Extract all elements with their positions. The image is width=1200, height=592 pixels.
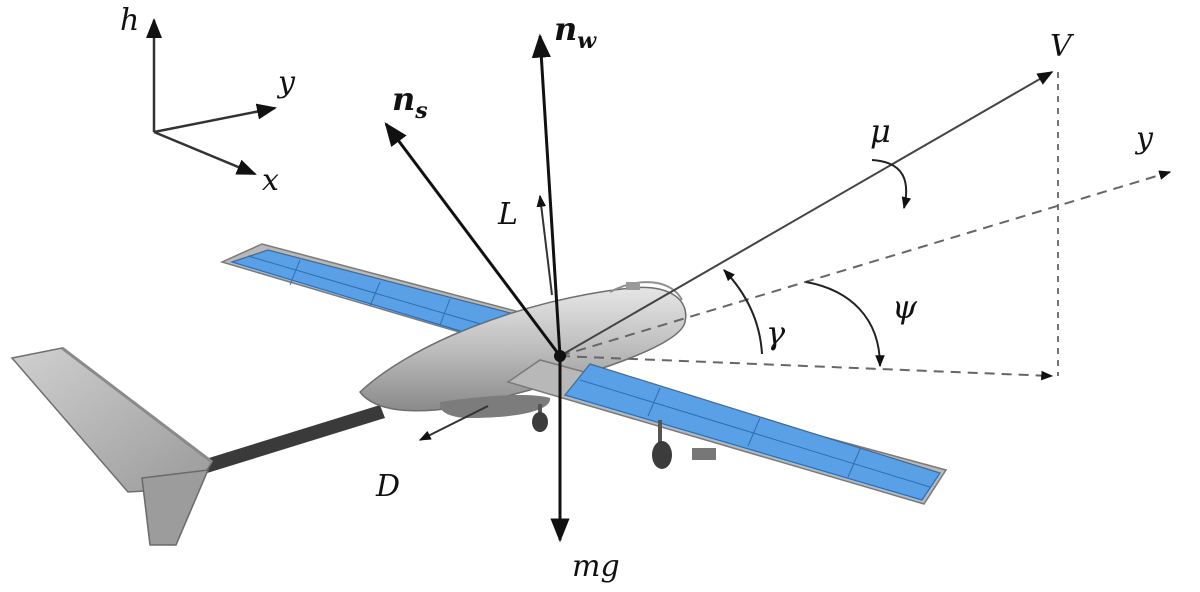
gravity-label: mg: [572, 549, 620, 584]
horizontal-tail: [10, 347, 213, 493]
gamma-arc: [723, 269, 763, 355]
fuselage-nose-top: [609, 281, 683, 301]
psi-label: ψ: [892, 288, 918, 326]
n-w-label: nw: [554, 10, 597, 54]
right-wing-solar-panel: [563, 363, 941, 501]
drag-vector: [418, 405, 489, 441]
velocity-label: V: [1050, 29, 1075, 64]
velocity-vector: [559, 71, 1054, 357]
angle-arcs: [723, 159, 912, 368]
lift-vector: [536, 194, 553, 296]
left-panel-line-4: [439, 298, 451, 326]
landing-gear: [532, 404, 716, 469]
psi-arc: [805, 281, 885, 368]
left-panel-line-1: [247, 255, 509, 333]
construction-lines: [559, 72, 1172, 381]
left-panel-line-3: [369, 281, 381, 307]
vertical-tail: [141, 469, 210, 546]
n-s-label: ns: [392, 80, 428, 124]
ground-y-axis-dashed: [559, 170, 1172, 357]
triad-x-axis: [153, 130, 257, 176]
right-panel-line-4: [847, 448, 861, 478]
drag-label: D: [375, 469, 400, 504]
mu-arc: [871, 159, 912, 210]
n-s-vector: [384, 122, 562, 357]
triad-h-label: h: [120, 3, 139, 38]
gamma-label: γ: [766, 314, 786, 352]
right-panel-line-2: [647, 387, 661, 417]
center-of-mass: [554, 350, 566, 362]
tail-boom: [170, 405, 385, 482]
reference-axes-triad: [146, 18, 277, 176]
left-panel-line-2: [289, 259, 301, 286]
triad-y-axis: [153, 103, 277, 134]
right-panel-line-3: [747, 417, 761, 447]
triad-x-label: x: [262, 163, 279, 198]
vectors: [384, 33, 1054, 543]
n-w-vector: [531, 33, 562, 357]
triad-y-label: y: [276, 65, 296, 100]
fuselage-sensor: [626, 282, 640, 290]
horizontal-tail-edge: [61, 346, 213, 464]
lift-label: L: [497, 197, 518, 232]
uav-aircraft: [10, 243, 948, 546]
ground-y-label: y: [1134, 121, 1154, 156]
mu-label: μ: [870, 112, 891, 150]
projection-line-to-ground: [559, 355, 1054, 381]
right-panel-line-1: [579, 379, 931, 488]
belly-pod: [439, 395, 551, 418]
